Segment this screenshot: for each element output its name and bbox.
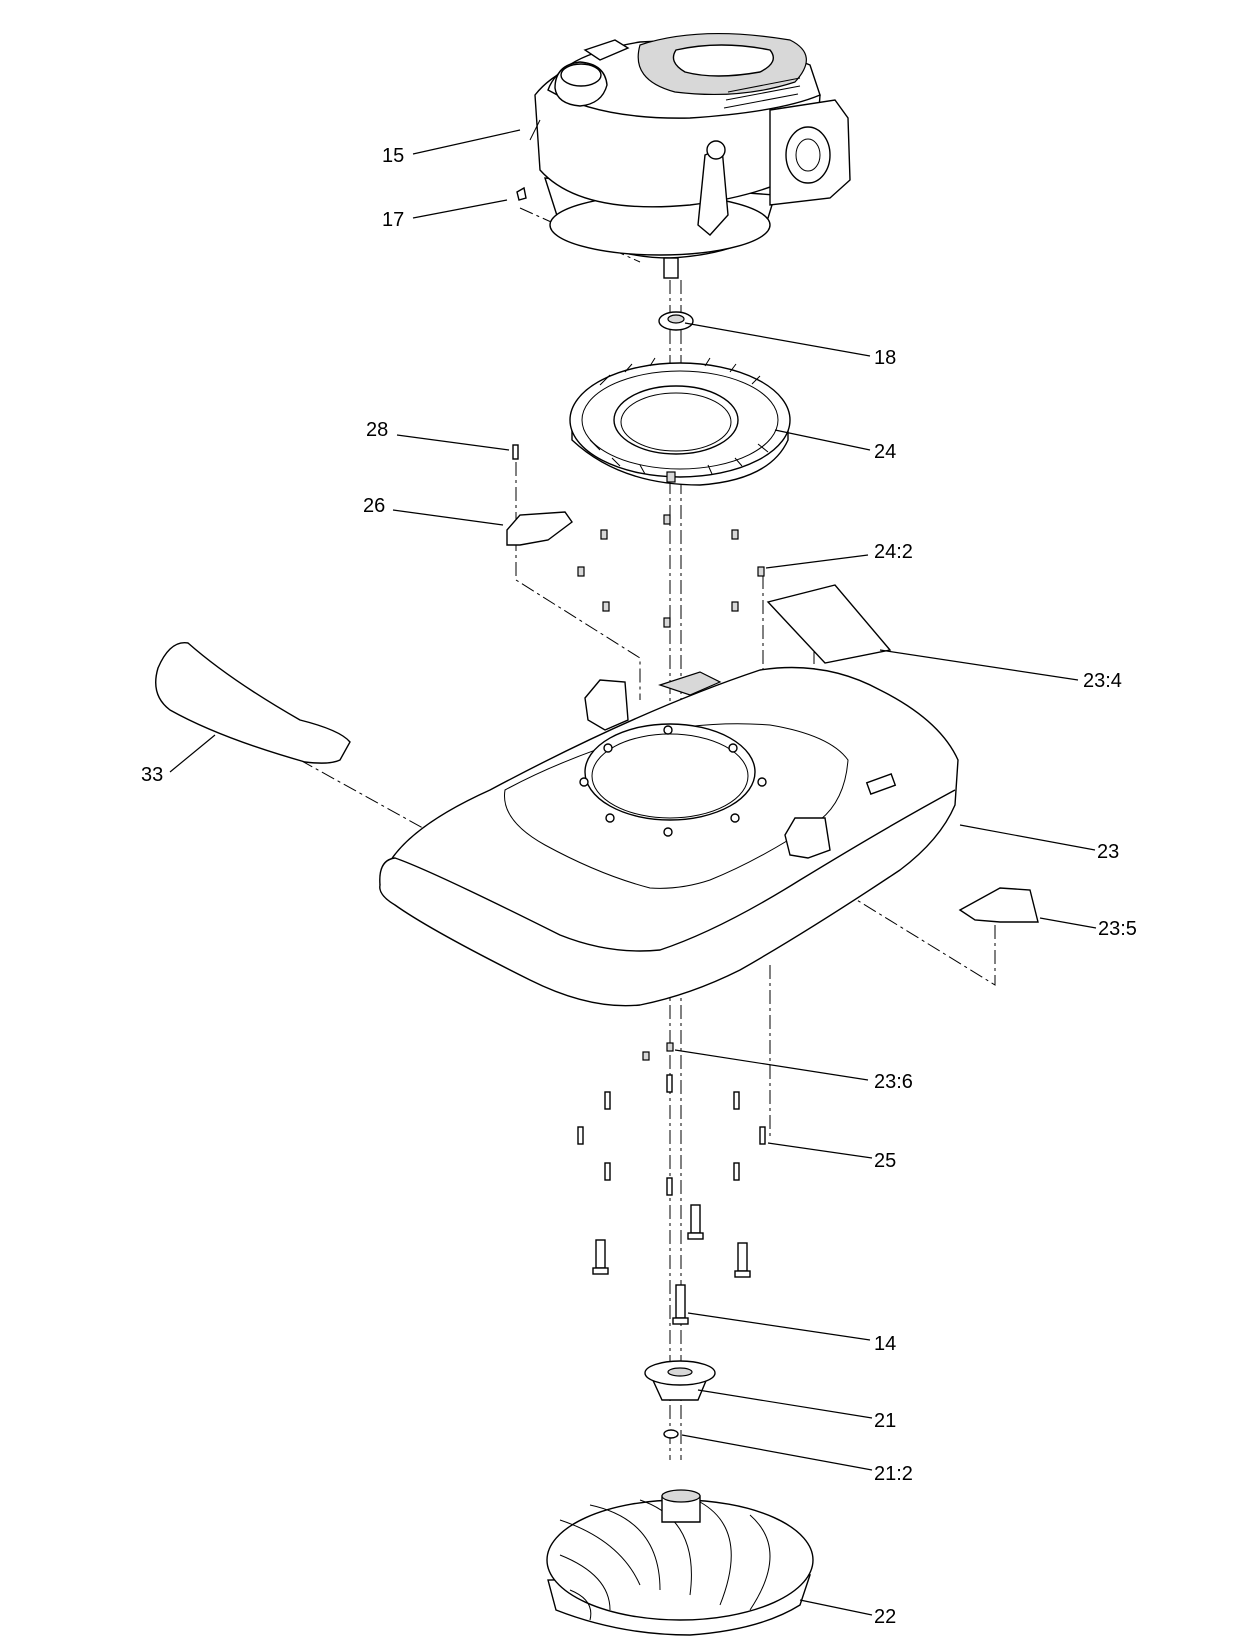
callout-23-4: 23:4 [1083, 670, 1122, 692]
callout-25: 25 [874, 1150, 896, 1172]
decal-bottom-right [958, 887, 1039, 923]
mounting-ring-plate [569, 357, 791, 486]
washer [663, 1429, 679, 1439]
callout-21: 21 [874, 1410, 896, 1432]
woodruff-key [516, 186, 527, 201]
handle-bracket [506, 511, 573, 546]
callout-21-2: 21:2 [874, 1463, 913, 1485]
callout-24: 24 [874, 441, 896, 463]
decal-top-right [766, 584, 892, 664]
callout-17: 17 [382, 209, 404, 231]
crank-flange [658, 311, 694, 331]
engine [529, 33, 851, 279]
pivot-pin [512, 444, 519, 460]
callout-23-6: 23:6 [874, 1071, 913, 1093]
callout-23: 23 [1097, 841, 1119, 863]
callout-24-2: 24:2 [874, 541, 913, 563]
callout-14: 14 [874, 1333, 896, 1355]
callout-28: 28 [366, 419, 388, 441]
fan-impeller [546, 1489, 814, 1636]
callout-33: 33 [141, 764, 163, 786]
callout-23-5: 23:5 [1098, 918, 1137, 940]
deck-nuts [642, 1042, 674, 1061]
blade-adapter [644, 1360, 716, 1401]
callout-18: 18 [874, 347, 896, 369]
blade-bolts [592, 1204, 751, 1325]
callout-22: 22 [874, 1606, 896, 1628]
callout-26: 26 [363, 495, 385, 517]
threaded-studs [577, 514, 765, 628]
callout-15: 15 [382, 145, 404, 167]
leader-lines [169, 129, 1097, 1616]
handle-cover [155, 642, 351, 764]
deck-screws [577, 1074, 766, 1196]
deck-housing [379, 666, 959, 1007]
